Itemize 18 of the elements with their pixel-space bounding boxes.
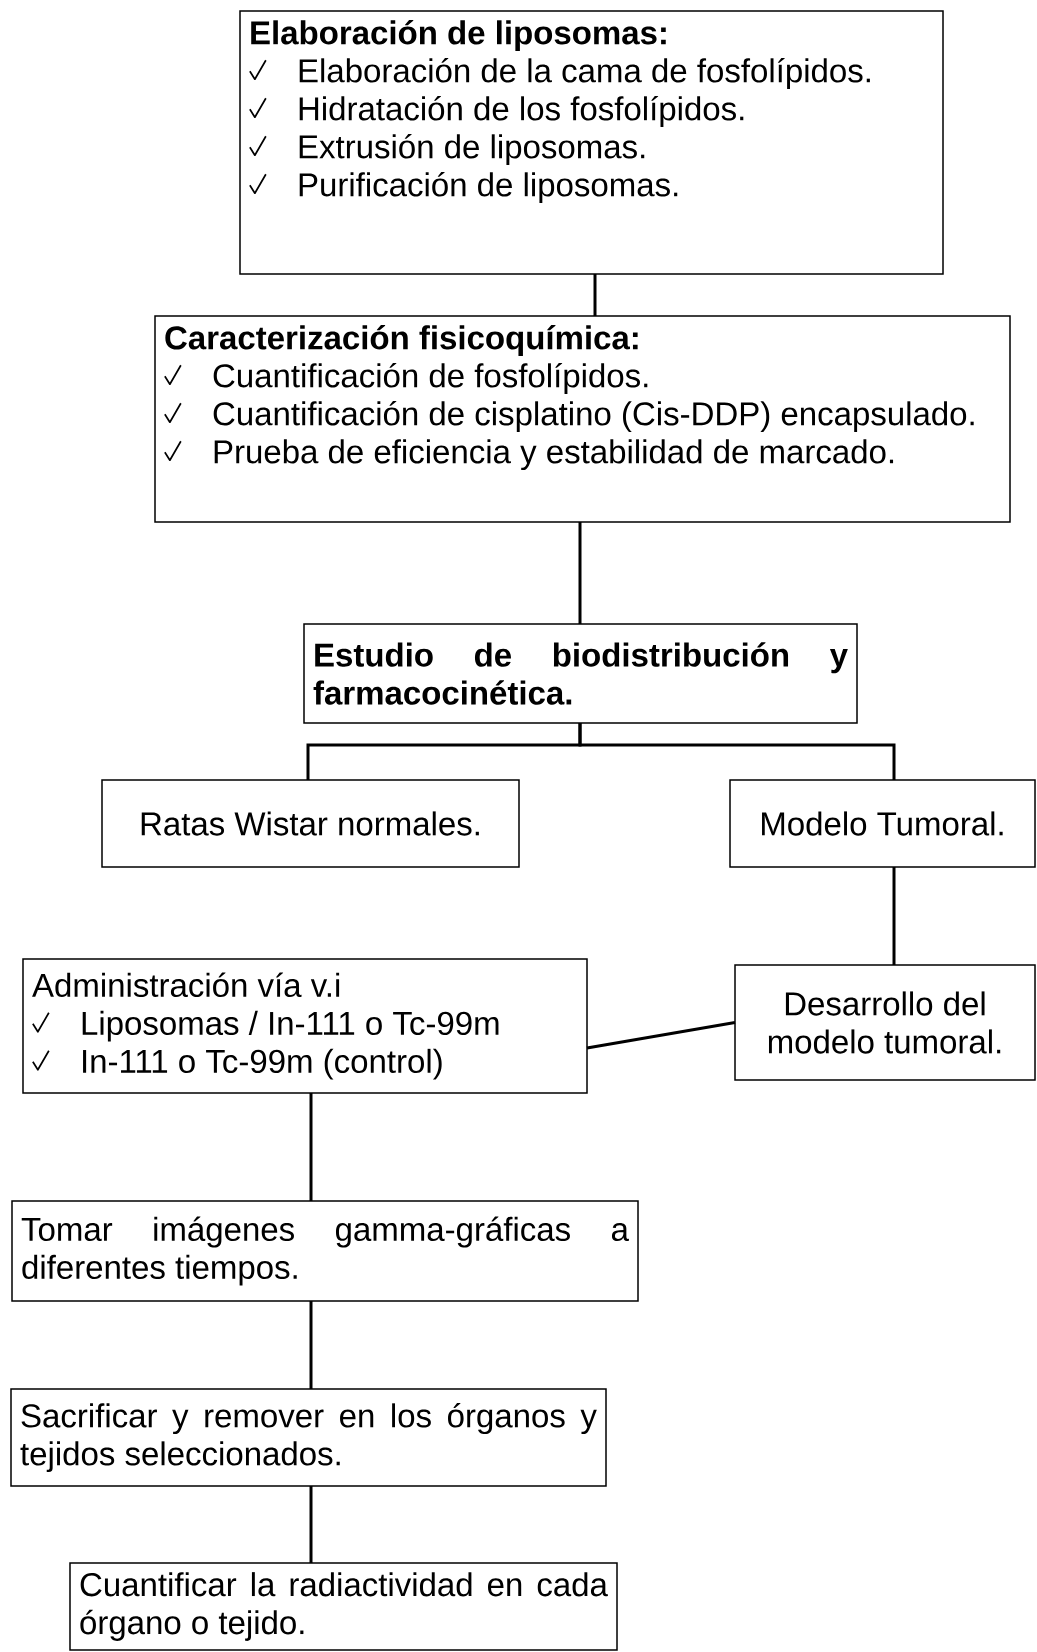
connector-line xyxy=(309,1486,313,1563)
connector-line xyxy=(578,522,582,624)
process-box: Caracterización fisicoquímica: Cuantificación de fosfolípidos. Cuantificación de cisplatino (Cis-DDP) encapsulado. Prueba de eficiencia y estabilidad de marcado. xyxy=(154,315,1011,523)
connector-line xyxy=(309,1093,313,1201)
process-box: Estudio de biodistribución y farmacocinética. xyxy=(303,623,858,724)
connector-line xyxy=(578,723,896,780)
connector-line xyxy=(309,1301,313,1389)
process-box: Tomar imágenes gamma-gráficas a diferentes tiempos. xyxy=(11,1200,639,1302)
process-box: Modelo Tumoral. xyxy=(729,779,1036,868)
process-box: Cuantificar la radiactividad en cada órgano o tejido. xyxy=(69,1562,618,1651)
process-box: Sacrificar y remover en los órganos y tejidos seleccionados. xyxy=(10,1388,607,1487)
connector-line xyxy=(586,1021,736,1050)
process-box: Administración vía v.i Liposomas / In-111 o Tc-99m In-111 o Tc-99m (control) xyxy=(22,958,588,1094)
process-box: Desarrollo del modelo tumoral. xyxy=(734,964,1036,1081)
connector-line xyxy=(892,867,896,965)
process-box: Ratas Wistar normales. xyxy=(101,779,520,868)
process-box: Elaboración de liposomas: Elaboración de la cama de fosfolípidos. Hidratación de los fosfolípidos. Extrusión de liposomas. Purificación de liposomas. xyxy=(239,10,944,275)
connector-line xyxy=(593,274,597,316)
